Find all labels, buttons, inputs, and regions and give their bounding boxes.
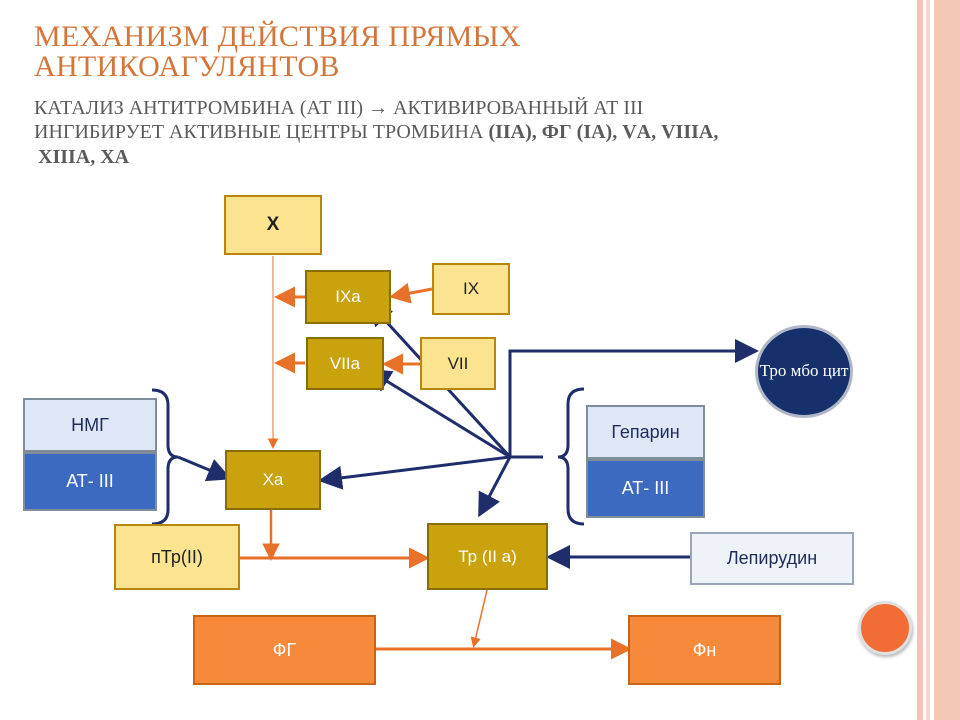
node-at3-left: АТ- III	[23, 452, 157, 511]
subtitle-line-3-bold: XIIIА, ХА	[38, 145, 130, 168]
title-line-1: Механизм действия прямых	[34, 20, 522, 53]
arrow-ix-to-ixa	[389, 282, 433, 304]
node-at3-right: АТ- III	[586, 459, 705, 518]
subtitle-line-2-bold: (IIА), ФГ (IА), VА, VIIIА,	[488, 121, 719, 144]
node-x: X	[224, 195, 322, 255]
slide-title: Механизм действия прямых антикоагулянтов	[34, 22, 914, 82]
node-tr: Тр (II а)	[427, 523, 548, 590]
node-lepirudin: Лепирудин	[690, 532, 854, 585]
node-ptr: пТр(II)	[114, 524, 240, 590]
node-ix: IX	[432, 263, 510, 315]
arrow-hub-to-xa	[318, 455, 511, 490]
node-heparin: Гепарин	[586, 405, 705, 459]
arrow-hub-to-viia	[366, 368, 511, 459]
subtitle-line-1: Катализ антитромбина (АТ III) → активиро…	[34, 97, 644, 119]
arrow-hub-to-thrombocytes	[508, 339, 759, 457]
right-decoration-stripe-1	[917, 0, 923, 720]
node-thrombocytes: Тро мбо цит	[755, 325, 853, 418]
subtitle-line-2-text: ингибирует активные центры тромбина	[34, 121, 484, 144]
arrow-bracket-to-xa	[177, 455, 232, 482]
node-nmg: НМГ	[23, 398, 157, 452]
slide-subtitle: Катализ антитромбина (АТ III) → активиро…	[34, 96, 914, 169]
node-xa: Xa	[225, 450, 321, 510]
orange-dot-decoration	[858, 601, 912, 655]
node-viia: VIIa	[306, 337, 384, 390]
node-fg: ФГ	[193, 615, 376, 685]
bracket-right	[557, 387, 585, 526]
subtitle-line-2: ингибирует активные центры тромбина (IIА…	[34, 120, 914, 144]
title-line-2: антикоагулянтов	[34, 50, 340, 83]
node-vii: VII	[420, 337, 496, 390]
node-ixa: IXa	[305, 270, 391, 324]
arrow-tr-down	[470, 589, 488, 648]
subtitle-line-3: XIIIА, ХА	[34, 145, 914, 169]
right-decoration-stripe-2	[926, 0, 930, 720]
arrow-hub-to-tr	[478, 456, 512, 518]
right-decoration-stripe-3	[934, 0, 960, 720]
node-fn: Фн	[628, 615, 781, 685]
